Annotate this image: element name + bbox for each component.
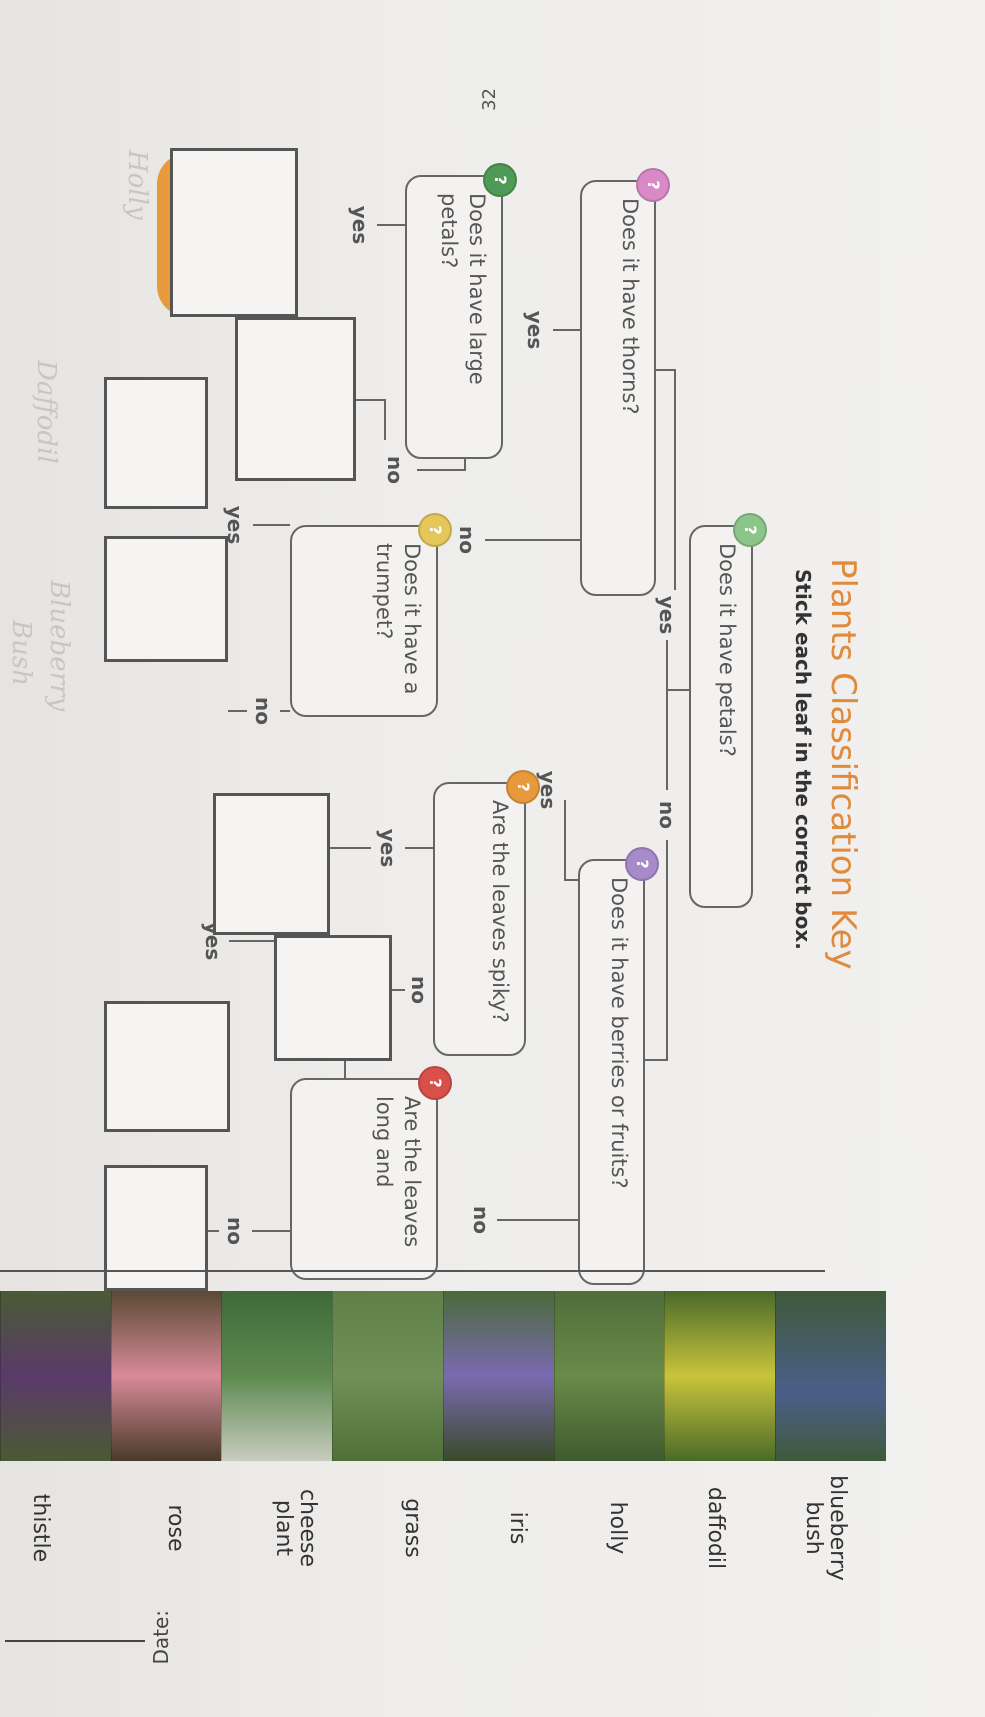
branch-yes: yes — [536, 770, 560, 810]
branch-yes: yes — [523, 310, 547, 350]
plant-label: rose — [163, 1504, 188, 1552]
plant-label: blueberry bush — [801, 1475, 850, 1581]
plant-photo-strip — [0, 1291, 886, 1461]
branch-no: no — [469, 1206, 493, 1234]
date-field[interactable] — [5, 1640, 145, 1642]
question-spiky: ? Are the leaves spiky? — [433, 770, 540, 1056]
handwritten-note: Daffodil — [31, 360, 61, 464]
date-label: Date: — [149, 1610, 173, 1665]
divider — [0, 1270, 825, 1272]
plant-photo-thistle — [0, 1291, 111, 1461]
plant-label: thistle — [28, 1493, 53, 1563]
question-mark-icon: ? — [483, 163, 517, 197]
question-text: Are the leaves spiky? — [488, 800, 512, 1023]
handwritten-note: Bush — [6, 620, 36, 686]
branch-yes: yes — [655, 595, 679, 635]
question-text: Does it have thorns? — [618, 198, 642, 415]
answer-box[interactable] — [235, 317, 356, 481]
answer-box[interactable] — [213, 793, 330, 935]
answer-box[interactable] — [274, 935, 392, 1061]
plant-photo-blueberry — [775, 1291, 886, 1461]
plant-label: cheese plant — [271, 1488, 320, 1568]
branch-no: no — [223, 1217, 247, 1245]
plant-photo-iris — [443, 1291, 554, 1461]
answer-box[interactable] — [104, 1165, 208, 1291]
plant-photo-rose — [110, 1291, 222, 1461]
branch-no: no — [655, 801, 679, 829]
branch-yes: yes — [348, 205, 372, 245]
question-petals: ? Does it have petals? — [689, 513, 767, 908]
plant-photo-grass — [332, 1291, 443, 1461]
branch-no: no — [251, 697, 275, 725]
answer-box[interactable] — [104, 1001, 230, 1132]
question-berries: ? Does it have berries or fruits? — [578, 847, 659, 1285]
branch-yes: yes — [376, 828, 400, 868]
handwritten-note: Holly — [122, 150, 152, 220]
plant-label: grass — [400, 1498, 425, 1558]
question-mark-icon: ? — [733, 513, 767, 547]
question-text: Are the leaves long and — [372, 1096, 424, 1248]
plant-photo-cheese-plant — [221, 1291, 333, 1461]
question-mark-icon: ? — [418, 513, 452, 547]
question-text: Does it have a trumpet? — [372, 543, 424, 695]
question-text: Does it have berries or fruits? — [607, 877, 631, 1189]
plant-label: holly — [605, 1501, 630, 1555]
question-mark-icon: ? — [418, 1066, 452, 1100]
question-text: Does it have large petals? — [437, 193, 489, 385]
branch-no: no — [407, 976, 431, 1004]
plant-label: iris — [505, 1511, 530, 1545]
question-mark-icon: ? — [506, 770, 540, 804]
handwritten-note: Blueberry — [44, 580, 74, 712]
plant-photo-holly — [553, 1291, 665, 1461]
plant-label: daffodil — [703, 1486, 728, 1570]
branch-no: no — [455, 526, 479, 554]
answer-box[interactable] — [104, 536, 228, 662]
question-mark-icon: ? — [625, 847, 659, 881]
plant-photo-daffodil — [664, 1291, 776, 1461]
question-trumpet: ? Does it have a trumpet? — [290, 513, 452, 717]
branch-no: no — [383, 456, 407, 484]
question-long-leaves: ? Are the leaves long and — [290, 1066, 452, 1280]
answer-box[interactable] — [170, 148, 298, 317]
question-mark-icon: ? — [636, 168, 670, 202]
question-text: Does it have petals? — [715, 543, 739, 757]
question-large-petals: ? Does it have large petals? — [405, 163, 517, 459]
answer-box[interactable] — [104, 377, 208, 509]
question-thorns: ? Does it have thorns? — [580, 168, 670, 596]
